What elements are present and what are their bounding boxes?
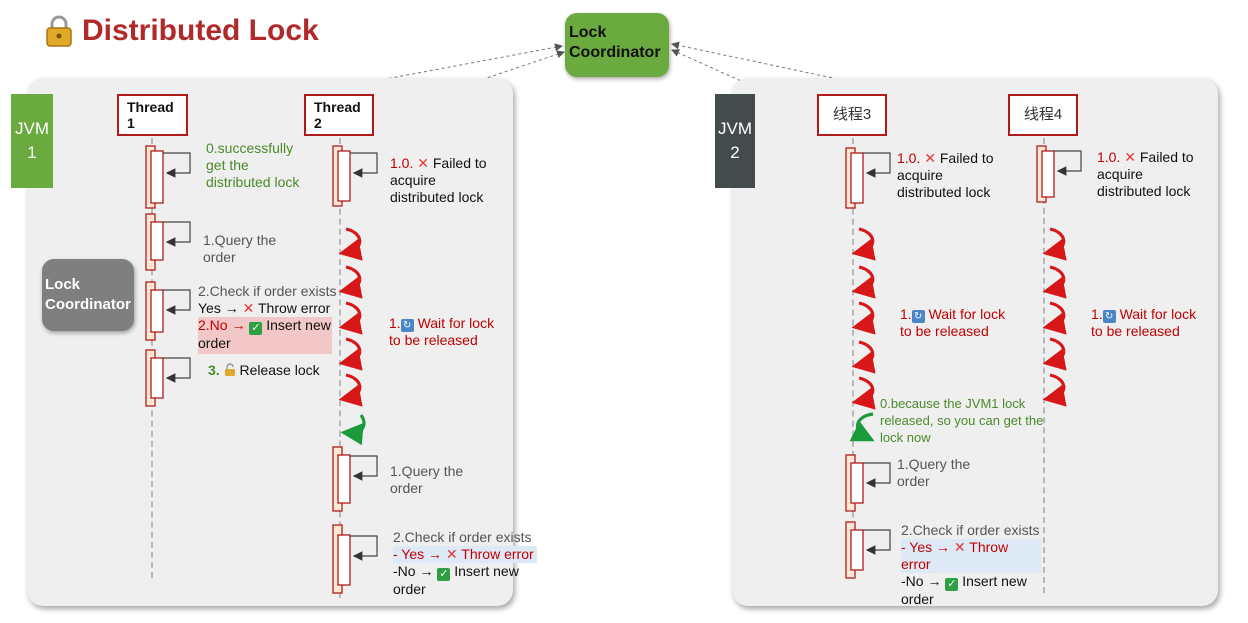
t3-step2-text: 2.Check if order exists - Yes → ✕ Throw … <box>901 522 1041 607</box>
refresh-icon: ↻ <box>1102 310 1116 323</box>
lock-coordinator-inner: Lock Coordinator <box>42 259 134 331</box>
t1-step0-text: 0.successfully get the distributed lock <box>206 140 300 190</box>
cross-icon: ✕ <box>417 155 429 171</box>
wait-arrow-icon <box>851 376 876 410</box>
wait-arrow-icon <box>851 265 876 299</box>
t1-step2-text: 2.Check if order exists Yes → ✕ Throw er… <box>198 283 337 354</box>
refresh-icon: ↻ <box>911 310 925 323</box>
t3-step1-text: 1.Query the order <box>897 456 971 489</box>
lock-icon <box>46 15 72 47</box>
t2-wait-text: 1.↻ Wait for lock to be released <box>389 315 495 348</box>
t2-fail-text: 1.0. ✕ Failed to acquire distributed loc… <box>390 155 487 205</box>
jvm2-label: JVM 2 <box>715 94 755 188</box>
wait-arrow-icon <box>338 227 363 261</box>
coordinator-label-2: Coordinator <box>569 44 661 61</box>
t4-fail-text: 1.0. ✕ Failed to acquire distributed loc… <box>1097 149 1194 199</box>
page-title: Distributed Lock <box>82 14 319 47</box>
wait-arrow-icon <box>1042 337 1067 371</box>
t3-fail-text: 1.0. ✕ Failed to acquire distributed loc… <box>897 150 994 200</box>
t4-wait-text: 1.↻ Wait for lock to be released <box>1091 306 1197 339</box>
cross-icon: ✕ <box>242 300 255 316</box>
t2-step1-text: 1.Query the order <box>390 463 464 496</box>
wait-arrow-icon <box>338 337 363 371</box>
checkmark-icon: ✓ <box>437 568 451 581</box>
thread3-box: 线程3 <box>817 94 887 136</box>
t3-wait-text: 1.↻ Wait for lock to be released <box>900 306 1006 339</box>
checkmark-icon: ✓ <box>249 322 263 335</box>
wait-arrow-icon <box>1042 301 1067 335</box>
checkmark-icon: ✓ <box>945 578 959 591</box>
t2-step2-text: 2.Check if order exists - Yes → ✕ Throw … <box>393 529 537 598</box>
wait-arrow-icon <box>851 301 876 335</box>
wait-arrow-icon <box>851 340 876 374</box>
cross-icon: ✕ <box>1124 149 1136 165</box>
t3-got-text: 0.because the JVM1 lock released, so you… <box>880 396 1044 445</box>
cross-icon: ✕ <box>445 546 458 562</box>
jvm2-panel <box>732 78 1218 606</box>
coordinator-label-1: Lock <box>569 24 607 41</box>
refresh-icon: ↻ <box>400 319 414 332</box>
acquired-arrow-icon <box>849 412 875 442</box>
wait-arrow-icon <box>338 373 363 407</box>
wait-arrow-icon <box>851 227 876 261</box>
t1-step3-text: 3. Release lock <box>208 362 320 378</box>
wait-arrow-icon <box>1042 265 1067 299</box>
wait-arrow-icon <box>1042 373 1067 407</box>
padlock-icon <box>224 363 235 376</box>
thread4-box: 线程4 <box>1008 94 1078 136</box>
wait-arrow-icon <box>338 301 363 335</box>
wait-arrow-icon <box>1042 227 1067 261</box>
cross-icon: ✕ <box>953 539 966 555</box>
lock-coordinator-top: Lock Coordinator <box>565 13 669 77</box>
jvm1-label: JVM 1 <box>11 94 53 188</box>
acquired-arrow-icon <box>340 414 366 446</box>
t1-step1-text: 1.Query the order <box>203 232 277 265</box>
cross-icon: ✕ <box>924 150 936 166</box>
wait-arrow-icon <box>338 265 363 299</box>
